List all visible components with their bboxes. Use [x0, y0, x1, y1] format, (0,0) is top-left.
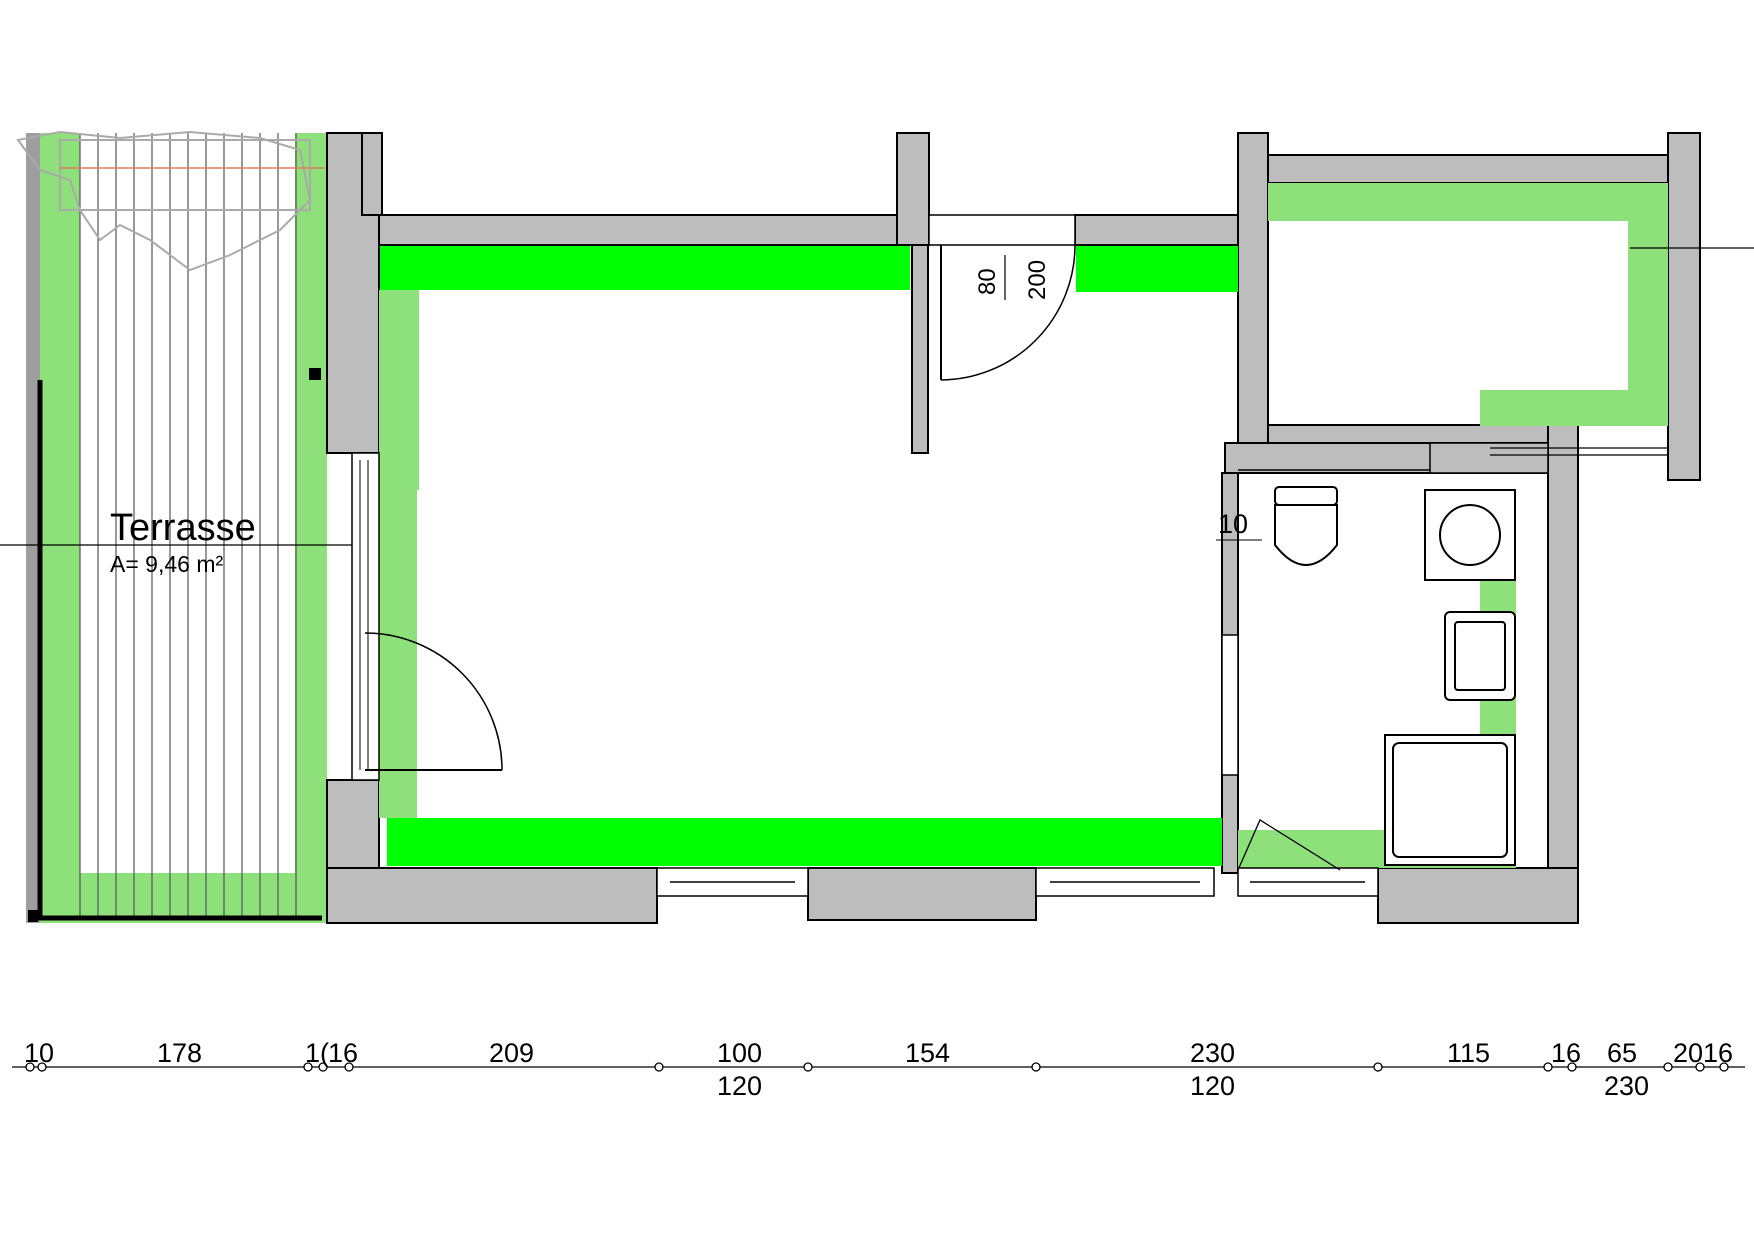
dim-115: 115: [1447, 1038, 1490, 1068]
wall-north-stub-left: [361, 132, 383, 216]
terrace-deck-boards: [79, 133, 297, 918]
terrace-area: A= 9,46 m²: [110, 551, 223, 577]
dim-120b: 120: [1190, 1071, 1235, 1101]
insulation-north-left: [380, 246, 910, 290]
terrace-left-edge: [26, 133, 40, 923]
dim-230: 230: [1190, 1038, 1235, 1068]
wall-storage-right: [1667, 132, 1701, 481]
wall-south-left: [326, 867, 658, 924]
dim-178: 178: [157, 1038, 202, 1068]
bathroom: 10: [1216, 442, 1549, 871]
shower-tray-icon: [1424, 489, 1516, 581]
entry-door-swing: [940, 244, 1076, 381]
bath-door-swing: [1237, 819, 1341, 871]
wall-south-mid: [807, 867, 1037, 921]
terrace-door-swing: [364, 632, 503, 771]
dimension-chain: 10 178 1( 16 209 100 154 230 115 16 65 2…: [12, 1038, 1745, 1101]
wall-south-right: [1377, 867, 1579, 924]
dimension-labels-bottom: 120 120 230: [717, 1071, 1649, 1101]
highlight-storage-right: [1628, 221, 1668, 426]
south-windows: [656, 867, 1379, 897]
terrace-name: Terrasse: [110, 507, 256, 549]
wall-north-stub-right: [896, 132, 930, 246]
terrace-door-frame: [351, 452, 380, 781]
dim-1(: 1(: [305, 1038, 329, 1068]
wall-marker: 10: [1218, 509, 1248, 539]
dim-16a: 16: [328, 1038, 358, 1068]
wall-partition-door: [911, 244, 929, 454]
dim-154: 154: [905, 1038, 950, 1068]
wall-storage-top: [1267, 154, 1669, 184]
highlight-living-west-lower: [379, 490, 417, 818]
storage-window: [1490, 447, 1668, 456]
terrace: Terrasse A= 9,46 m²: [16, 130, 327, 923]
bath-rail: [1221, 634, 1239, 776]
terrace-furniture-outline: [16, 130, 325, 272]
dim-230b: 230: [1604, 1071, 1649, 1101]
terrace-post: [28, 910, 38, 922]
entry-door-opening: [928, 214, 1076, 246]
dim-10: 10: [24, 1038, 54, 1068]
dim-20: 20: [1673, 1038, 1703, 1068]
entry-door-width: 80: [974, 268, 1001, 295]
dim-100: 100: [717, 1038, 762, 1068]
dimension-labels-top: 10 178 1( 16 209 100 154 230 115 16 65 2…: [24, 1038, 1733, 1068]
sink-icon: [1444, 611, 1516, 701]
dim-65: 65: [1607, 1038, 1637, 1068]
wall-east-upper: [1237, 132, 1269, 444]
insulation-north-right: [1076, 246, 1238, 292]
dim-209: 209: [489, 1038, 534, 1068]
toilet-icon: [1274, 486, 1338, 566]
bath-shelf: [1429, 442, 1549, 474]
insulation-bright: [380, 246, 1238, 866]
entry-door: 80 200: [928, 214, 1076, 381]
highlight-storage-bottom: [1480, 390, 1630, 426]
terrace-door: [351, 452, 503, 781]
wall-north-right: [1074, 214, 1241, 246]
terrace-post: [309, 368, 321, 380]
dim-16c: 16: [1703, 1038, 1733, 1068]
highlight-storage-top: [1268, 183, 1668, 221]
dim-120a: 120: [717, 1071, 762, 1101]
dim-16b: 16: [1551, 1038, 1581, 1068]
dimension-ticks: [25, 1062, 1729, 1072]
entry-door-height: 200: [1024, 260, 1051, 300]
wall-north-living: [378, 214, 930, 246]
bathtub-icon: [1384, 734, 1516, 866]
wall-bath-right: [1547, 424, 1579, 924]
insulation-south: [387, 818, 1222, 866]
highlight-living-west: [379, 290, 419, 490]
